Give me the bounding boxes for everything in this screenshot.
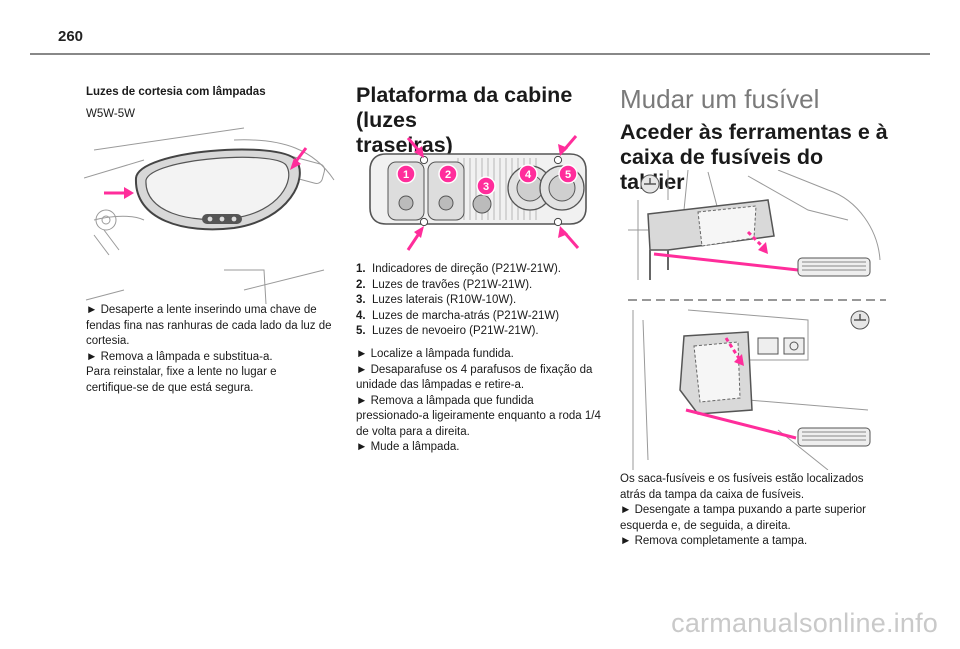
text-line: atrás da tampa da caixa de fusíveis. (620, 488, 805, 501)
heading-line: Aceder às ferramentas e à (620, 120, 888, 144)
bulb-list: 1.Indicadores de direção (P21W-21W). 2.L… (356, 262, 561, 340)
courtesy-instructions: ► Desaperte a lente inserindo uma chave … (86, 303, 342, 396)
lamp-callout-5: 5 (565, 169, 571, 181)
lamp-callout-3: 3 (483, 181, 489, 193)
list-item: 4.Luzes de marcha-atrás (P21W-21W) (356, 309, 560, 322)
bulb-type: W5W-5W (86, 108, 135, 120)
courtesy-light-illustration (84, 127, 335, 304)
list-item: 1.Indicadores de direção (P21W-21W). (356, 263, 561, 275)
text-line: ► Remova a lâmpada que fundida (356, 394, 534, 407)
text-line: Os saca-fusíveis e os fusíveis estão loc… (620, 473, 864, 485)
text-line: unidade das lâmpadas e retire-a. (356, 379, 525, 391)
text-line: de volta para a direita. (356, 425, 470, 438)
page-number: 260 (58, 28, 84, 45)
rear-light-cluster-illustration: 1 2 3 4 5 (369, 135, 587, 251)
text-line: ► Remova a lâmpada e substitua-a. (86, 350, 273, 363)
text-line: Para reinstalar, fixe a lente no lugar e (86, 366, 277, 378)
lamp-callout-2: 2 (445, 169, 451, 181)
text-line: ► Desaparafuse os 4 parafusos de fixação… (356, 363, 593, 376)
text-line: cortesia. (86, 335, 130, 347)
text-line: pressionado-a ligeiramente enquanto a ro… (356, 410, 601, 422)
section-heading-fuse: Mudar um fusível (620, 84, 820, 114)
text-line: ► Remova completamente a tampa. (620, 535, 808, 547)
list-item: 2.Luzes de travões (P21W-21W). (356, 278, 533, 291)
section-heading-rear-lights: Plataforma da cabine (luzes traseiras) (356, 83, 626, 158)
lamp-callout-1: 1 (403, 169, 409, 181)
list-item: 5.Luzes de nevoeiro (P21W-21W). (356, 325, 539, 337)
heading-line: traseiras) (356, 133, 453, 157)
list-item: 3.Luzes laterais (R10W-10W). (356, 294, 517, 306)
text-line: ► Desengate a tampa puxando a parte supe… (620, 504, 867, 516)
fuse-box-illustration (628, 170, 886, 470)
text-line: ► Mude a lâmpada. (356, 441, 460, 453)
text-line: ► Desaperte a lente inserindo uma chave … (86, 304, 317, 316)
fuse-instructions: Os saca-fusíveis e os fusíveis estão loc… (620, 472, 890, 550)
text-line: fendas fina nas ranhuras de cada lado da… (86, 319, 332, 332)
rear-light-instructions: ► Localize a lâmpada fundida. ► Desapara… (356, 347, 618, 456)
lamp-callout-4: 4 (525, 169, 532, 181)
text-line: certifique-se de que está segura. (86, 381, 254, 394)
section-heading-courtesy: Luzes de cortesia com lâmpadas (86, 86, 266, 98)
text-line: esquerda e, de seguida, a direita. (620, 519, 791, 532)
watermark: carmanualsonline.info (671, 608, 938, 638)
heading-line: Plataforma da cabine (luzes (356, 83, 573, 132)
header-rule (30, 53, 930, 55)
text-line: ► Localize a lâmpada fundida. (356, 348, 514, 360)
